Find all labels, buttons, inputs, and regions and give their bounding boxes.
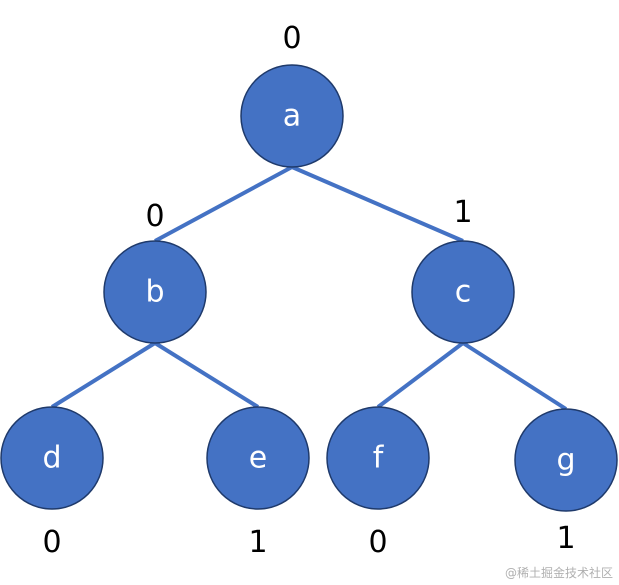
node-circle-c: [411, 240, 515, 344]
node-circle-a: [240, 64, 344, 168]
node-c: c: [411, 240, 515, 344]
node-label-a: a: [283, 99, 301, 134]
bit-label-e: 1: [248, 525, 267, 560]
node-circle-f: [326, 406, 430, 510]
node-circle-g: [514, 408, 618, 512]
node-label-b: b: [145, 275, 164, 310]
node-label-e: e: [249, 441, 267, 476]
node-label-c: c: [455, 275, 472, 310]
node-circle-b: [103, 240, 207, 344]
node-g: g: [514, 408, 618, 512]
bit-label-f: 0: [368, 525, 387, 560]
node-d: d: [0, 406, 104, 510]
node-e: e: [206, 406, 310, 510]
bit-label-d: 0: [42, 525, 61, 560]
node-circle-e: [206, 406, 310, 510]
node-b: b: [103, 240, 207, 344]
edge-c-f: [376, 341, 465, 409]
edge-b-d: [50, 341, 157, 409]
node-circle-d: [0, 406, 104, 510]
node-label-f: f: [373, 441, 385, 476]
bits-layer: 0 0 1 0 1 0 1: [42, 21, 575, 560]
edges-layer: [50, 165, 568, 411]
edge-b-e: [153, 341, 260, 409]
node-label-g: g: [556, 443, 575, 478]
nodes-layer: a b c d e f g: [0, 64, 618, 512]
bit-label-b: 0: [145, 199, 164, 234]
edge-a-b: [154, 165, 293, 243]
node-label-d: d: [42, 441, 61, 476]
bit-label-a: 0: [282, 21, 301, 56]
bit-label-c: 1: [453, 195, 472, 230]
watermark: @稀土掘金技术社区: [504, 566, 613, 580]
node-f: f: [326, 406, 430, 510]
edge-a-c: [291, 165, 464, 243]
bit-label-g: 1: [556, 521, 575, 556]
node-a: a: [240, 64, 344, 168]
edge-c-g: [461, 341, 568, 411]
